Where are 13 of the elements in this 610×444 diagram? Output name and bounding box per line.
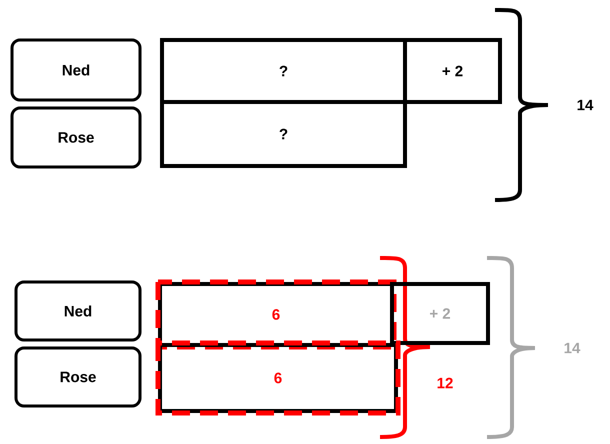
total-label: 14	[564, 342, 580, 354]
total-label: 12	[438, 378, 453, 388]
bar-box: + 2	[390, 282, 490, 345]
bar-box: ?	[160, 100, 407, 168]
name-box: Ned	[14, 280, 142, 342]
bar-box: 6	[156, 340, 400, 416]
total-label: 14	[578, 100, 594, 110]
bar-box: ?	[160, 38, 407, 104]
name-box: Ned	[10, 38, 142, 102]
bar-box: 6	[156, 279, 396, 350]
name-box: Rose	[14, 346, 142, 408]
name-box: Rose	[10, 106, 142, 168]
bar-box: + 2	[403, 38, 502, 104]
